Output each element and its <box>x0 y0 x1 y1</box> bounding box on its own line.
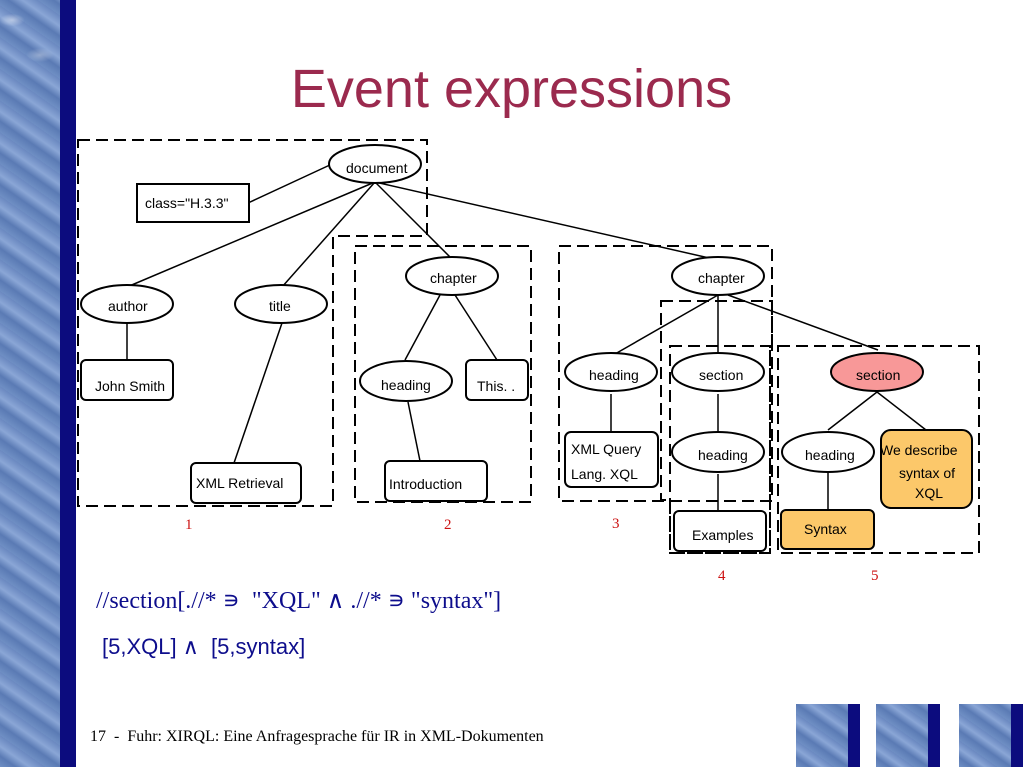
group-index-1: 1 <box>185 517 193 533</box>
edge-document-chapter1 <box>374 181 454 261</box>
node-john-smith <box>80 359 174 401</box>
edge-document-author <box>126 181 376 288</box>
node-section2-highlighted <box>830 352 924 392</box>
label-examples: Examples <box>692 527 753 543</box>
group-box-5 <box>777 345 980 554</box>
xirql-query-expression: //section[.//* ∍ "XQL" ∧ .//* ∍ "syntax"… <box>96 588 502 614</box>
node-heading1 <box>359 360 453 402</box>
node-heading4 <box>781 431 875 473</box>
label-heading4: heading <box>805 447 855 463</box>
node-syntax-highlighted <box>780 509 875 550</box>
node-examples <box>673 510 767 552</box>
node-class-attr <box>136 183 250 223</box>
edge-heading1-introduction <box>407 401 421 462</box>
tile-image <box>796 704 848 767</box>
node-xmlquery <box>564 431 659 488</box>
label-john-smith: John Smith <box>95 378 165 394</box>
node-document <box>328 144 422 184</box>
nav-tile-2 <box>876 704 940 767</box>
slide-footer: 17 - Fuhr: XIRQL: Eine Anfragesprache fü… <box>90 728 544 745</box>
label-introduction: Introduction <box>389 476 462 492</box>
nav-tile-3 <box>959 704 1023 767</box>
node-chapter2 <box>671 256 765 296</box>
edge-chapter1-heading1 <box>404 294 441 361</box>
node-heading3 <box>671 431 765 473</box>
edge-chapter2-heading2 <box>614 294 719 355</box>
tile-bar <box>928 704 940 767</box>
label-xmlquery-line1: XML Query <box>571 441 641 457</box>
label-heading2: heading <box>589 367 639 383</box>
label-xml-retrieval: XML Retrieval <box>196 475 283 491</box>
left-decorative-strip <box>0 0 60 767</box>
node-this <box>465 359 529 401</box>
tile-bar <box>1011 704 1023 767</box>
slide-title: Event expressions <box>290 59 733 119</box>
label-this: This. . <box>477 378 515 394</box>
edge-chapter2-section2 <box>727 294 879 351</box>
group-index-4: 4 <box>718 568 726 584</box>
group-box-4 <box>669 345 771 554</box>
label-title: title <box>269 298 291 314</box>
label-section2: section <box>856 367 900 383</box>
label-document: document <box>346 160 408 176</box>
label-class-attr: class="H.3.3" <box>145 195 229 211</box>
node-author <box>80 284 174 324</box>
tile-bar <box>848 704 860 767</box>
group-index-3: 3 <box>612 516 620 532</box>
node-description-highlighted <box>880 429 973 509</box>
group-index-2: 2 <box>444 517 452 533</box>
label-heading3: heading <box>698 447 748 463</box>
group-box-1 <box>77 139 428 507</box>
label-description-line1: We describe <box>880 442 958 458</box>
node-introduction <box>384 460 488 502</box>
label-syntax: Syntax <box>804 521 847 537</box>
label-description-line3: XQL <box>915 485 943 501</box>
label-author: author <box>108 298 148 314</box>
label-chapter2: chapter <box>698 270 745 286</box>
tile-image <box>876 704 928 767</box>
group-index-5: 5 <box>871 568 879 584</box>
node-xml-retrieval <box>190 462 302 504</box>
node-heading2 <box>564 352 658 392</box>
node-title <box>234 284 328 324</box>
nav-tile-1 <box>796 704 860 767</box>
left-accent-bar <box>60 0 76 767</box>
tile-image <box>959 704 1011 767</box>
label-heading1: heading <box>381 377 431 393</box>
event-expression-result: [5,XQL] ∧ [5,syntax] <box>102 634 306 659</box>
edge-document-class <box>247 163 333 204</box>
label-chapter1: chapter <box>430 270 477 286</box>
label-section1: section <box>699 367 743 383</box>
node-section1 <box>671 352 765 392</box>
node-chapter1 <box>405 256 499 296</box>
edge-title-xmlretrieval <box>233 322 283 464</box>
edge-document-chapter2 <box>374 181 719 261</box>
edge-section2-heading4 <box>827 391 878 431</box>
edge-chapter1-this <box>454 294 498 361</box>
edge-document-title <box>281 181 376 288</box>
edge-section2-description <box>876 391 927 431</box>
label-xmlquery-line2: Lang. XQL <box>571 466 638 482</box>
label-description-line2: syntax of <box>899 465 955 481</box>
